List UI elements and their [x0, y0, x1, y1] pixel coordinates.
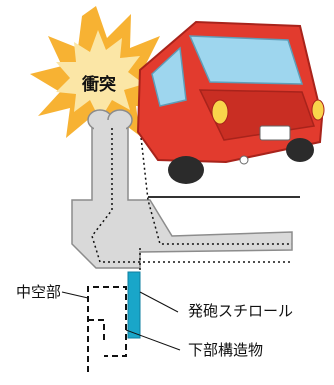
substructure-leader	[125, 329, 181, 351]
substructure-label: 下部構造物	[188, 341, 264, 359]
car-icon	[136, 20, 325, 184]
collision-burst-icon	[30, 6, 176, 146]
barrier-structure	[71, 109, 293, 272]
styrofoam-leader	[139, 291, 179, 313]
hollow-part-leader	[61, 291, 89, 299]
collision-label: 衝突	[82, 75, 116, 95]
styrofoam-label: 発砲スチロール	[188, 302, 294, 320]
styrofoam-block	[127, 271, 141, 339]
hollow-part-outline	[87, 286, 127, 372]
hollow-part-label: 中空部	[16, 283, 62, 301]
